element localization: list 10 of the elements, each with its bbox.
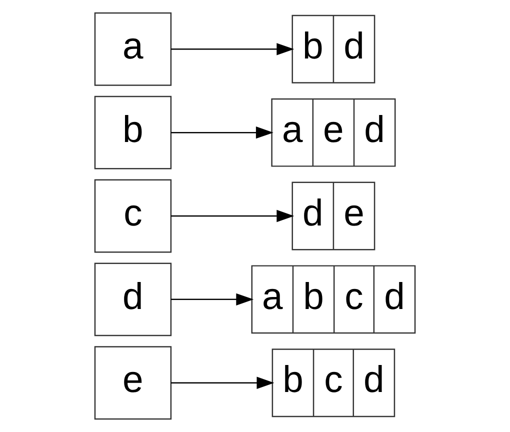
node-box: b	[94, 96, 172, 170]
arrow	[170, 126, 274, 139]
node-box: a	[94, 12, 172, 86]
arrow	[170, 43, 294, 56]
arrow	[170, 376, 274, 389]
node-box: c	[94, 179, 172, 253]
arrow	[170, 293, 254, 306]
node-box: d	[94, 262, 172, 336]
node-box: e	[94, 346, 172, 420]
arrow	[170, 210, 294, 222]
